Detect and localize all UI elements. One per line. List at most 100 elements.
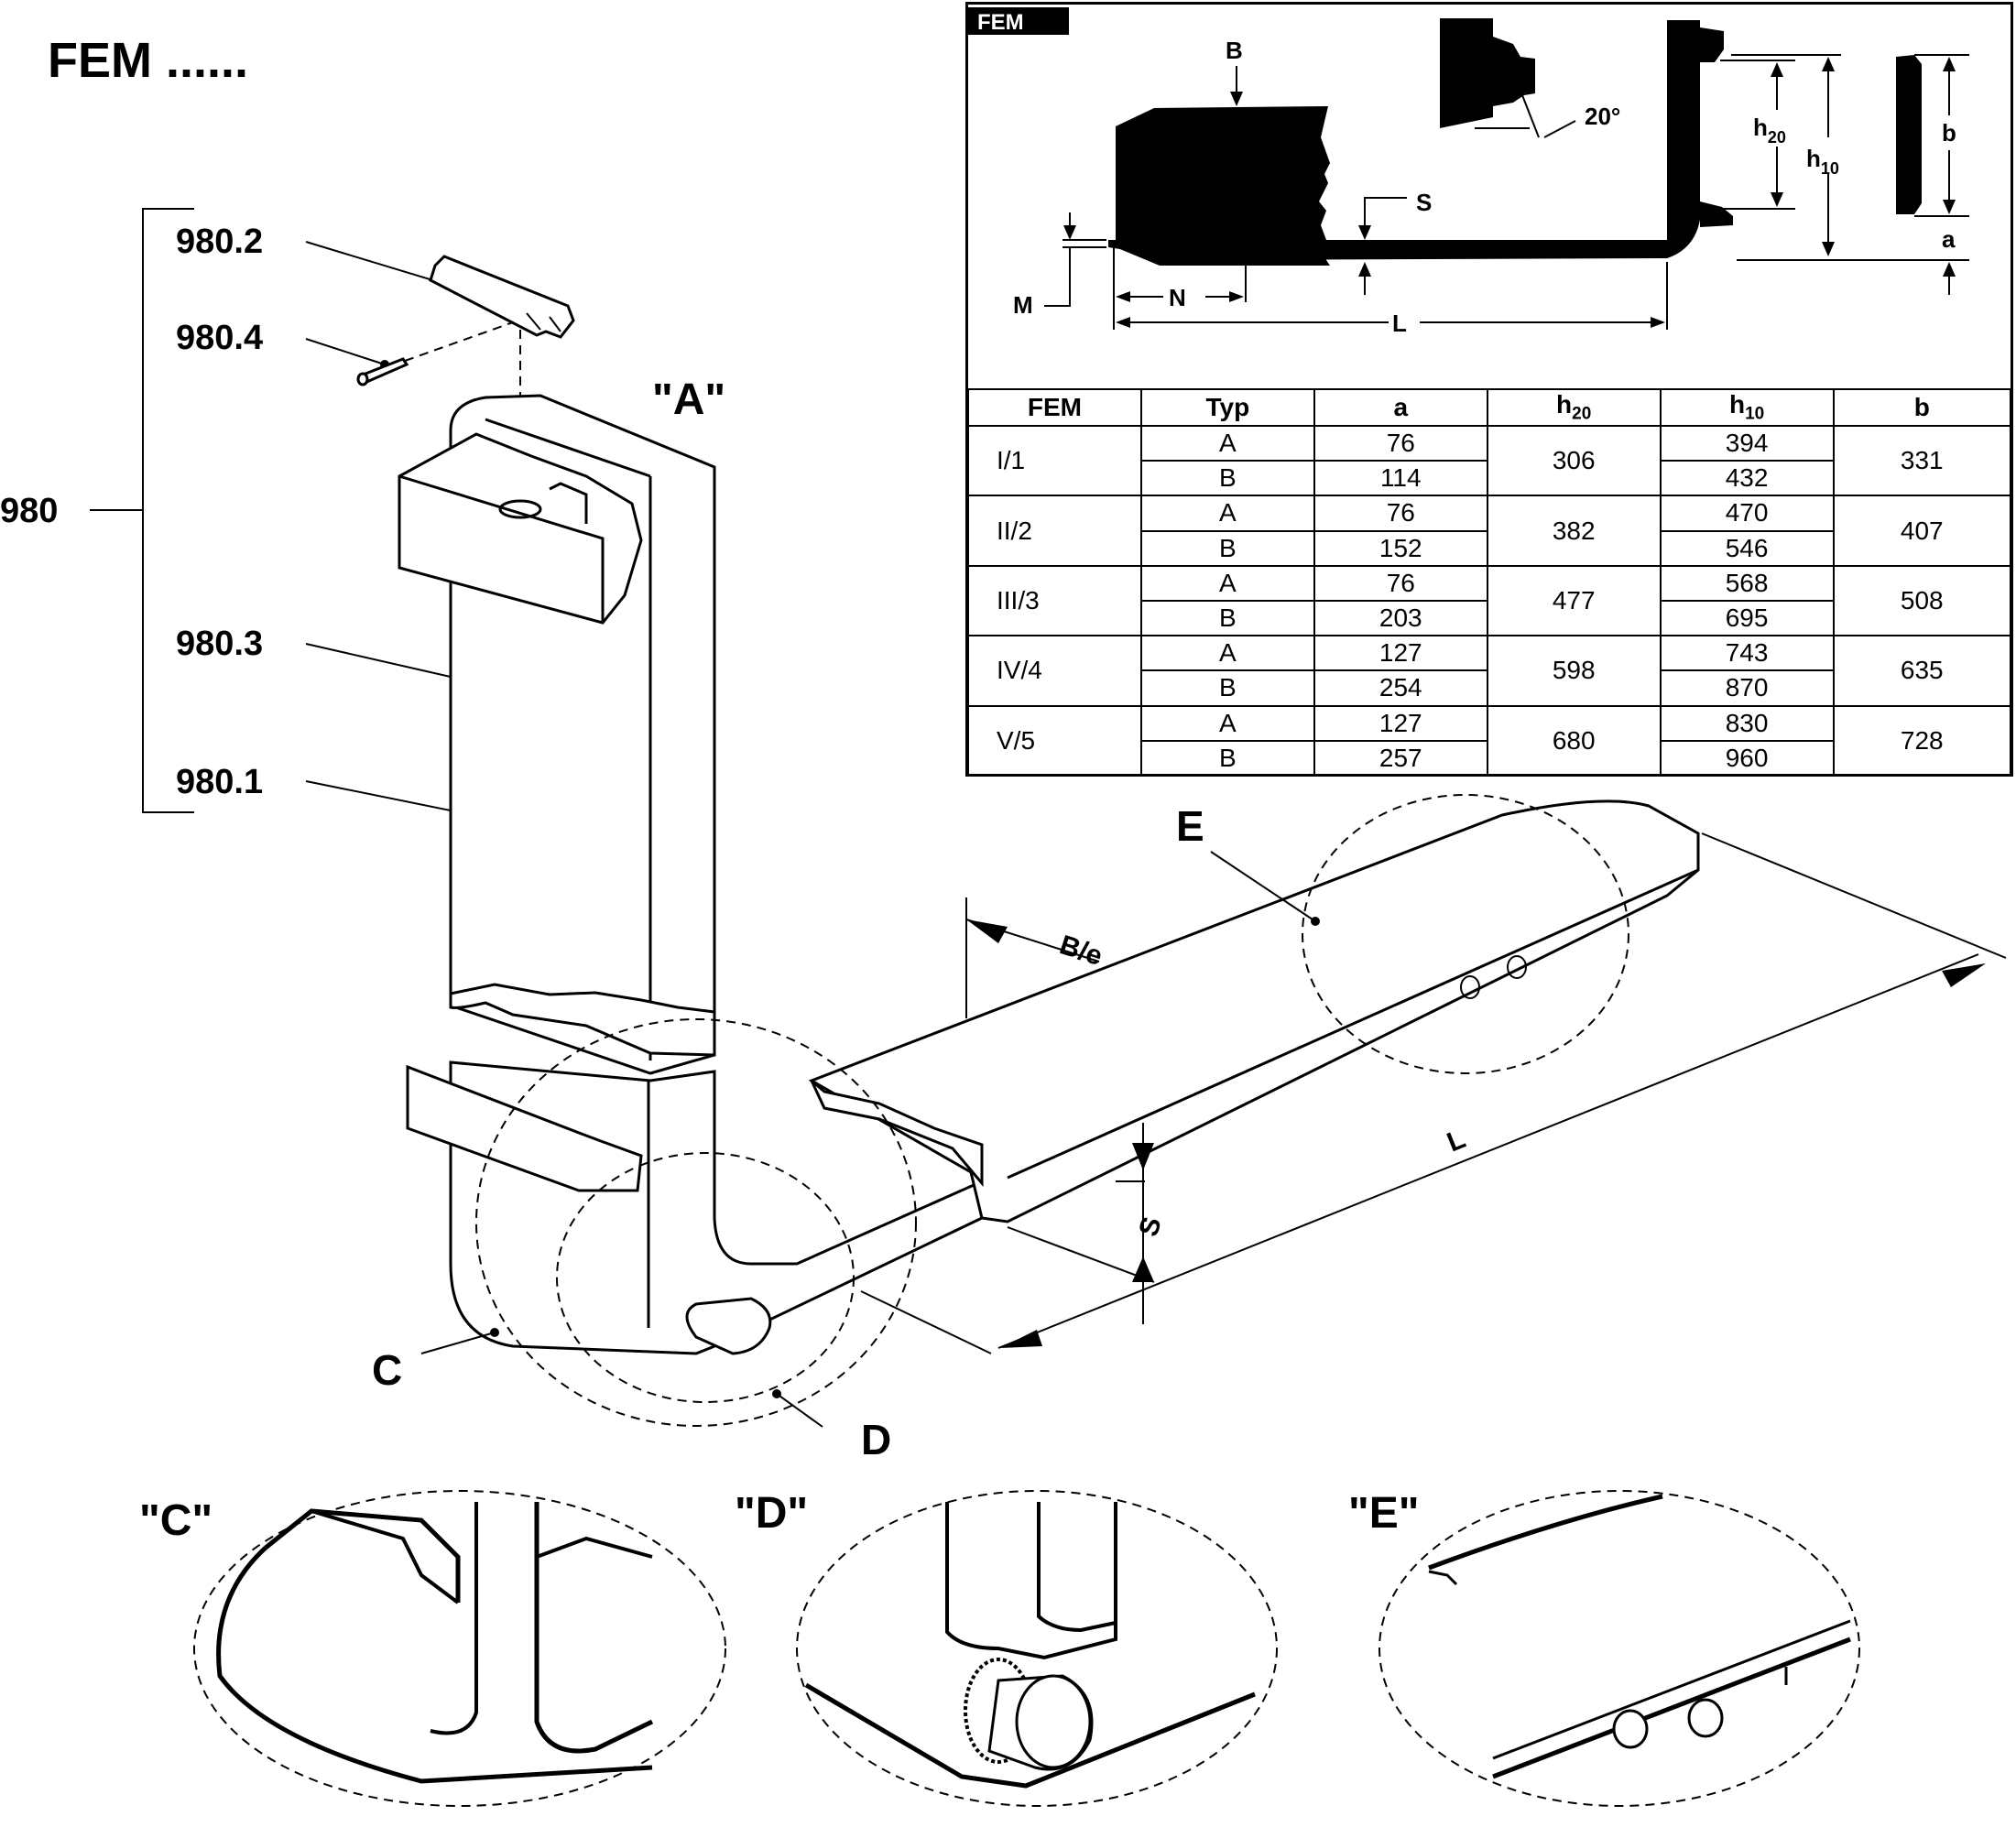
cell-b: 407: [1832, 495, 2012, 567]
view-label-e: "E": [1348, 1489, 1420, 1538]
cell-typ: B: [1139, 599, 1315, 637]
view-label-c: "C": [139, 1496, 212, 1545]
fem-badge-bg: [968, 7, 1069, 35]
detail-leaders: [420, 851, 1316, 1428]
cell-h10: 695: [1659, 599, 1835, 637]
cell-h20: 598: [1486, 635, 1662, 707]
cell-b: 508: [1832, 564, 2012, 637]
cell-h20: 477: [1486, 564, 1662, 637]
latch-lever-part: [429, 255, 575, 339]
inset-b-label: B: [1226, 37, 1243, 64]
pin-part: [356, 357, 409, 386]
cell-a: 114: [1313, 460, 1488, 497]
cell-fem: V/5: [967, 704, 1142, 777]
cell-fem: IV/4: [967, 635, 1142, 707]
view-label-d: "D": [735, 1489, 808, 1538]
cell-a: 257: [1313, 739, 1488, 778]
cell-typ: A: [1139, 564, 1315, 602]
cell-h20: 382: [1486, 495, 1662, 567]
inset-b-dim-label: b: [1942, 119, 1956, 147]
header-fem: FEM: [967, 388, 1142, 427]
cell-h10: 743: [1659, 635, 1835, 672]
cell-typ: B: [1139, 669, 1315, 707]
table-header-row: FEM Typ a h20 h10 b: [967, 388, 2012, 427]
cell-fem: II/2: [967, 495, 1142, 567]
detail-view-d: [796, 1490, 1278, 1807]
cell-fem: III/3: [967, 564, 1142, 637]
fork-blade: [808, 799, 1700, 1223]
cell-b: 331: [1832, 424, 2012, 497]
dim-s-label: S: [1133, 1213, 1168, 1240]
cell-a: 127: [1313, 635, 1488, 672]
inset-n-label: N: [1169, 284, 1186, 311]
header-a: a: [1313, 388, 1488, 427]
detail-circle-d: [556, 1152, 855, 1403]
inset-h20-label: h20: [1753, 114, 1786, 147]
cell-h10: 432: [1659, 460, 1835, 497]
fem-badge: FEM: [977, 10, 1024, 35]
cell-a: 152: [1313, 529, 1488, 567]
cell-h10: 470: [1659, 495, 1835, 532]
header-h20: h20: [1486, 388, 1662, 427]
callout-980-2: 980.2: [176, 223, 263, 261]
view-label-a: "A": [652, 375, 725, 424]
cell-typ: B: [1139, 739, 1315, 778]
detail-view-c: [193, 1490, 726, 1807]
header-typ: Typ: [1139, 388, 1315, 427]
cell-h10: 568: [1659, 564, 1835, 602]
cell-typ: A: [1139, 424, 1315, 462]
cell-h10: 870: [1659, 669, 1835, 707]
hook-detail-shape: [1440, 18, 1535, 128]
fork-heel: [406, 1060, 984, 1355]
cell-typ: A: [1139, 704, 1315, 742]
callout-980-1: 980.1: [176, 763, 263, 801]
header-b: b: [1832, 388, 2012, 427]
callout-d: D: [861, 1416, 891, 1463]
cell-a: 76: [1313, 495, 1488, 532]
callout-980: 980: [0, 492, 58, 530]
callout-980-3: 980.3: [176, 625, 263, 663]
detail-circle-c: [475, 1018, 917, 1427]
detail-circle-e: [1302, 794, 1629, 1074]
inset-s-label: S: [1416, 189, 1432, 216]
cell-b: 728: [1832, 704, 2012, 777]
inset-l-label: L: [1392, 310, 1407, 337]
callout-e: E: [1176, 802, 1204, 850]
header-h10: h10: [1659, 388, 1835, 427]
cell-a: 76: [1313, 564, 1488, 602]
cell-a: 203: [1313, 599, 1488, 637]
inset-a-label: a: [1942, 225, 1956, 253]
fork-hook-block: [398, 432, 643, 625]
inset-angle-label: 20°: [1585, 103, 1620, 130]
cell-h10: 546: [1659, 529, 1835, 567]
cell-a: 76: [1313, 424, 1488, 462]
group-bracket-980: [90, 208, 194, 813]
fem-inset: FEM B 20° S M N: [968, 7, 1969, 337]
cell-typ: B: [1139, 460, 1315, 497]
cell-b: 635: [1832, 635, 2012, 707]
dim-l-label: L: [1443, 1124, 1469, 1158]
cell-h10: 830: [1659, 704, 1835, 742]
cell-a: 254: [1313, 669, 1488, 707]
inset-m-label: M: [1013, 291, 1033, 319]
cell-typ: A: [1139, 495, 1315, 532]
cell-h20: 306: [1486, 424, 1662, 497]
carriage-bar: [1896, 55, 1922, 214]
dim-be-label: B/e: [1056, 930, 1106, 972]
cell-h10: 394: [1659, 424, 1835, 462]
inset-h10-label: h10: [1806, 145, 1839, 178]
cell-h10: 960: [1659, 739, 1835, 778]
